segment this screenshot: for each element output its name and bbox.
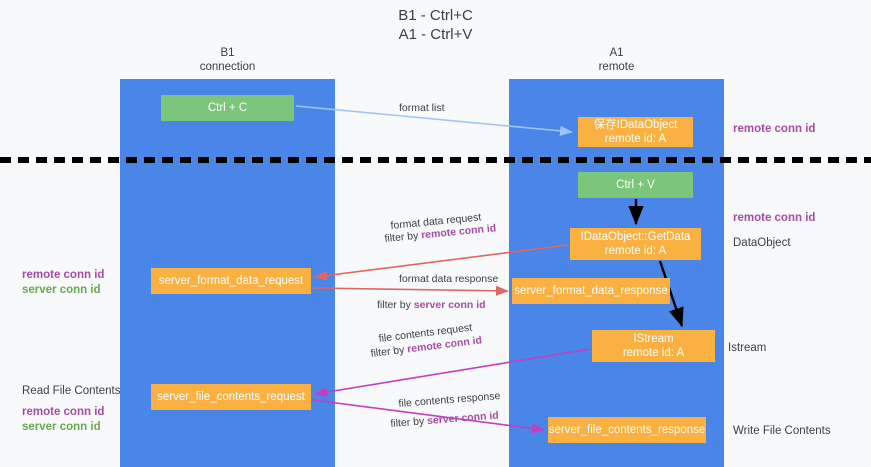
filter-key-4: server conn id [426,409,500,428]
filter-prefix-2: filter by [377,299,414,311]
column-header-b1-role: connection [199,61,256,73]
node-idataobject-getdata[interactable]: IDataObject::GetData remote id: A [570,228,701,260]
edge-label-file-contents-response: file contents response [398,389,501,410]
annotation-left-middle-group: remote conn id server conn id [22,268,104,298]
edge-format-data-response [312,285,509,296]
annotation-read-file-contents: Read File Contents [22,385,121,397]
node-save-idataobject[interactable]: 保存IDataObject remote id: A [578,117,693,147]
column-header-b1-name: B1 [220,47,235,59]
filter-prefix-3: filter by [370,343,408,360]
annotation-left-mid-server-conn-id: server conn id [22,284,101,296]
annotation-remote-conn-id-top: remote conn id [733,123,816,135]
node-server-file-contents-request[interactable]: server_file_contents_request [151,384,311,410]
node-istream[interactable]: IStream remote id: A [592,330,715,362]
node-ctrl-c[interactable]: Ctrl + C [161,95,294,121]
title-line-1: B1 - Ctrl+C [398,7,473,24]
annotation-istream: Istream [728,342,767,354]
filter-prefix-1: filter by [384,229,422,245]
annotation-left-bottom-group: Read File Contents remote conn id server… [22,384,120,435]
edge-label-file-contents-response-filter: filter by server conn id [390,409,499,430]
node-server-format-data-response[interactable]: server_format_data_response [512,278,670,304]
annotation-left-mid-remote-conn-id: remote conn id [22,269,105,281]
node-ctrl-v[interactable]: Ctrl + V [578,172,693,198]
annotation-write-file-contents: Write File Contents [733,425,831,437]
annotation-left-bot-remote-conn-id: remote conn id [22,406,105,418]
edge-label-format-list: format list [399,102,445,114]
annotation-remote-conn-id-mid: remote conn id [733,212,816,224]
annotation-dataobject: DataObject [733,237,791,249]
node-server-file-contents-response[interactable]: server_file_contents_response [548,417,706,443]
column-header-b1: B1 connection [120,46,335,74]
edge-label-format-data-response: format data response [399,273,499,285]
title-line-2: A1 - Ctrl+V [398,26,473,43]
annotation-left-bot-server-conn-id: server conn id [22,421,101,433]
column-header-a1: A1 remote [509,46,724,74]
node-server-format-data-request[interactable]: server_format_data_request [151,268,311,294]
edge-label-format-data-response-filter: filter by server conn id [377,299,486,312]
filter-prefix-4: filter by [390,415,428,430]
column-header-a1-role: remote [598,61,635,73]
diagram-title: B1 - Ctrl+C A1 - Ctrl+V [0,6,871,44]
column-header-a1-name: A1 [609,47,624,59]
filter-key-2: server conn id [413,299,486,311]
